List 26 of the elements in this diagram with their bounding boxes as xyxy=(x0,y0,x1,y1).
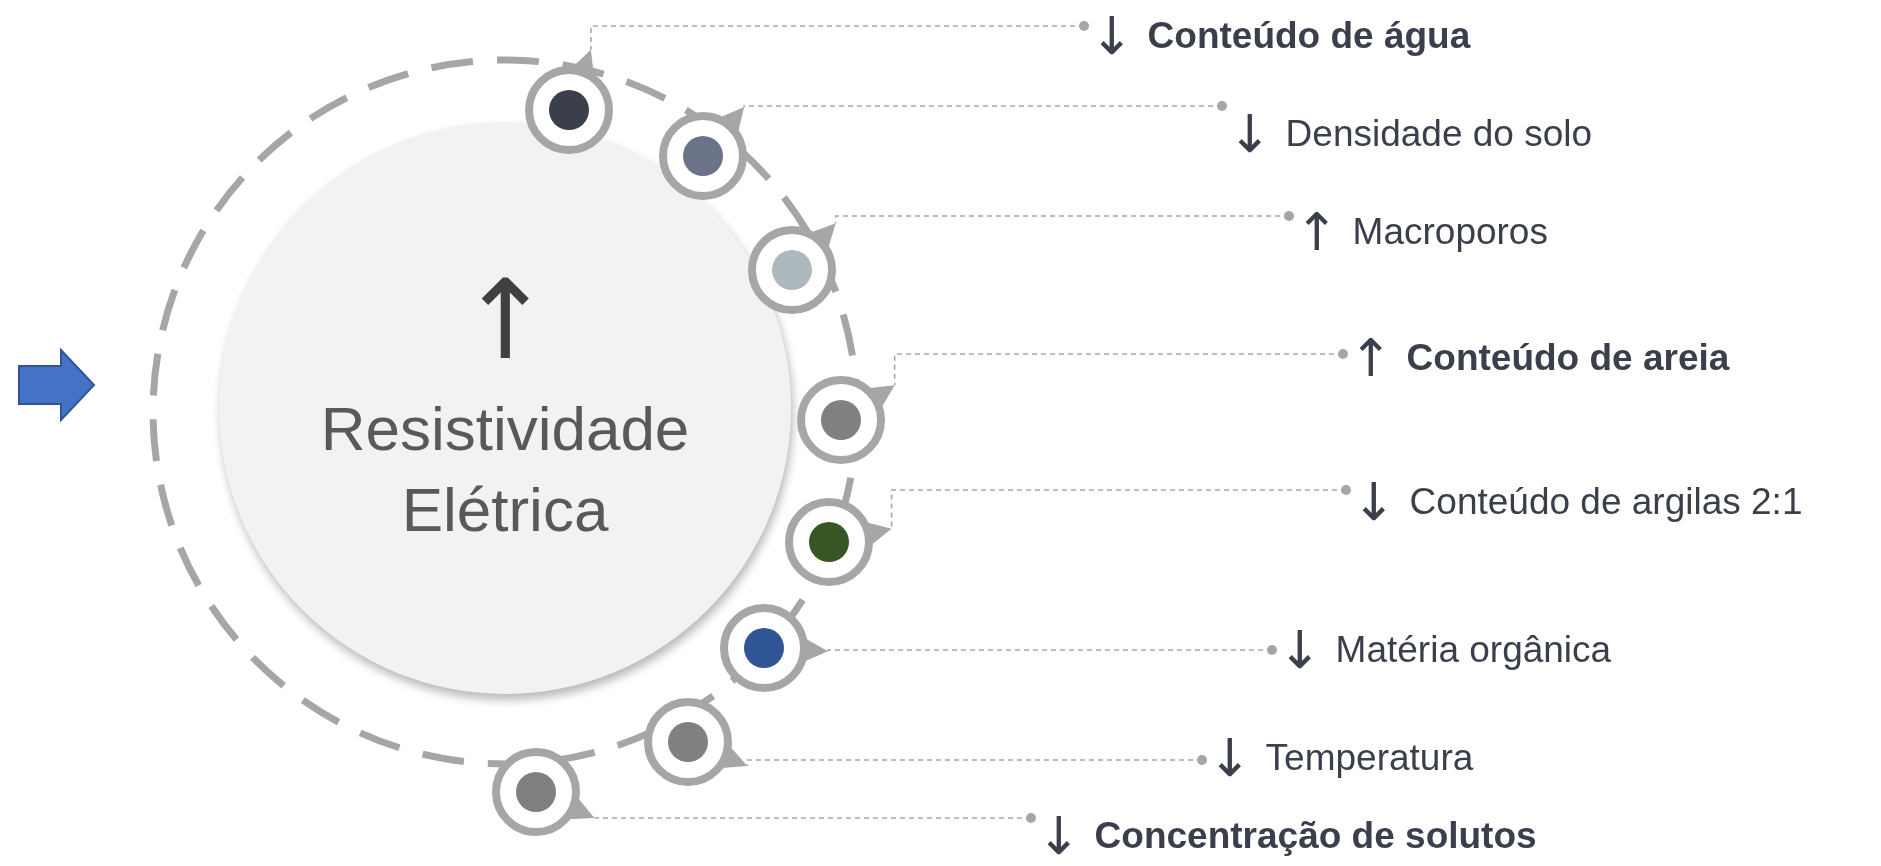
center-label: Resistividade Elétrica xyxy=(319,393,691,546)
leader-line xyxy=(893,349,1348,386)
factor-label: Matéria orgânica xyxy=(1335,629,1612,671)
trend-arrow: ↓ xyxy=(1228,108,1272,160)
leader-line xyxy=(834,211,1294,224)
trend-arrow: ↓ xyxy=(1278,624,1322,676)
factor-label: Conteúdo de argilas 2:1 xyxy=(1409,481,1803,523)
leader-line xyxy=(743,101,1227,111)
trend-arrow: ↓ xyxy=(1037,810,1081,862)
leader-line xyxy=(746,755,1207,767)
leader-line xyxy=(590,21,1089,51)
leader-line xyxy=(890,485,1351,530)
factor-label: Conteúdo de água xyxy=(1147,15,1471,57)
trend-arrow: ↓ xyxy=(1208,732,1252,784)
leader-line xyxy=(827,645,1277,655)
factor-label: Concentração de solutos xyxy=(1094,815,1537,857)
trend-arrow: ↑ xyxy=(1295,206,1339,258)
factor-label: Macroporos xyxy=(1352,211,1548,253)
leader-line xyxy=(593,813,1036,823)
trend-arrow: ↓ xyxy=(1090,10,1134,62)
trend-arrow: ↑ xyxy=(458,265,552,376)
trend-arrow: ↓ xyxy=(1352,476,1396,528)
factor-label: Densidade do solo xyxy=(1285,113,1593,155)
trend-arrow: ↑ xyxy=(1349,332,1393,384)
factor-label: Temperatura xyxy=(1265,737,1474,779)
factor-label: Conteúdo de areia xyxy=(1406,337,1730,379)
